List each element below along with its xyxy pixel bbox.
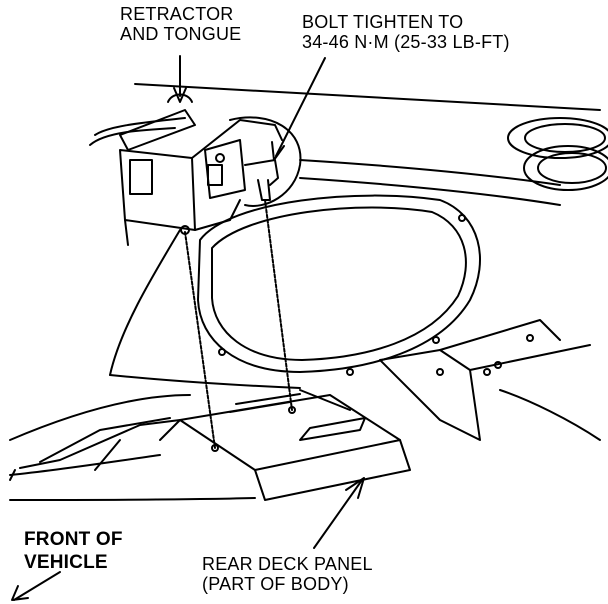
- bolt-torque-label-line2: 34-46 N·M (25-33 LB-FT): [302, 32, 510, 52]
- rear-deck-panel-label: REAR DECK PANEL (PART OF BODY): [202, 554, 373, 594]
- rear-deck-panel-label-line1: REAR DECK PANEL: [202, 554, 373, 574]
- front-of-vehicle-label-line1: FRONT OF: [24, 529, 123, 550]
- rear-deck-panel-label-line2: (PART OF BODY): [202, 574, 349, 594]
- retractor-assembly: [89, 93, 302, 246]
- front-of-vehicle-label-line2: VEHICLE: [24, 552, 108, 573]
- leader-lines: [11, 55, 365, 601]
- right-bracket: [379, 319, 601, 441]
- bolt-torque-label: BOLT TIGHTEN TO 34-46 N·M (25-33 LB-FT): [302, 12, 510, 52]
- retractor-label: RETRACTOR AND TONGUE: [120, 4, 241, 44]
- rear-shelf: [134, 83, 601, 206]
- retractor-label-line2: AND TONGUE: [120, 24, 242, 44]
- floor-pan: [9, 394, 256, 501]
- deck-opening: [197, 194, 481, 376]
- side-panel: [109, 229, 301, 389]
- rear-deck-panel: [159, 389, 411, 501]
- retractor-label-line1: RETRACTOR: [120, 4, 234, 24]
- front-of-vehicle-label: FRONT OF VEHICLE: [24, 528, 123, 574]
- bolt-torque-label-line1: BOLT TIGHTEN TO: [302, 12, 464, 32]
- bolt-lines: [184, 199, 296, 452]
- speaker-opening: [507, 117, 608, 191]
